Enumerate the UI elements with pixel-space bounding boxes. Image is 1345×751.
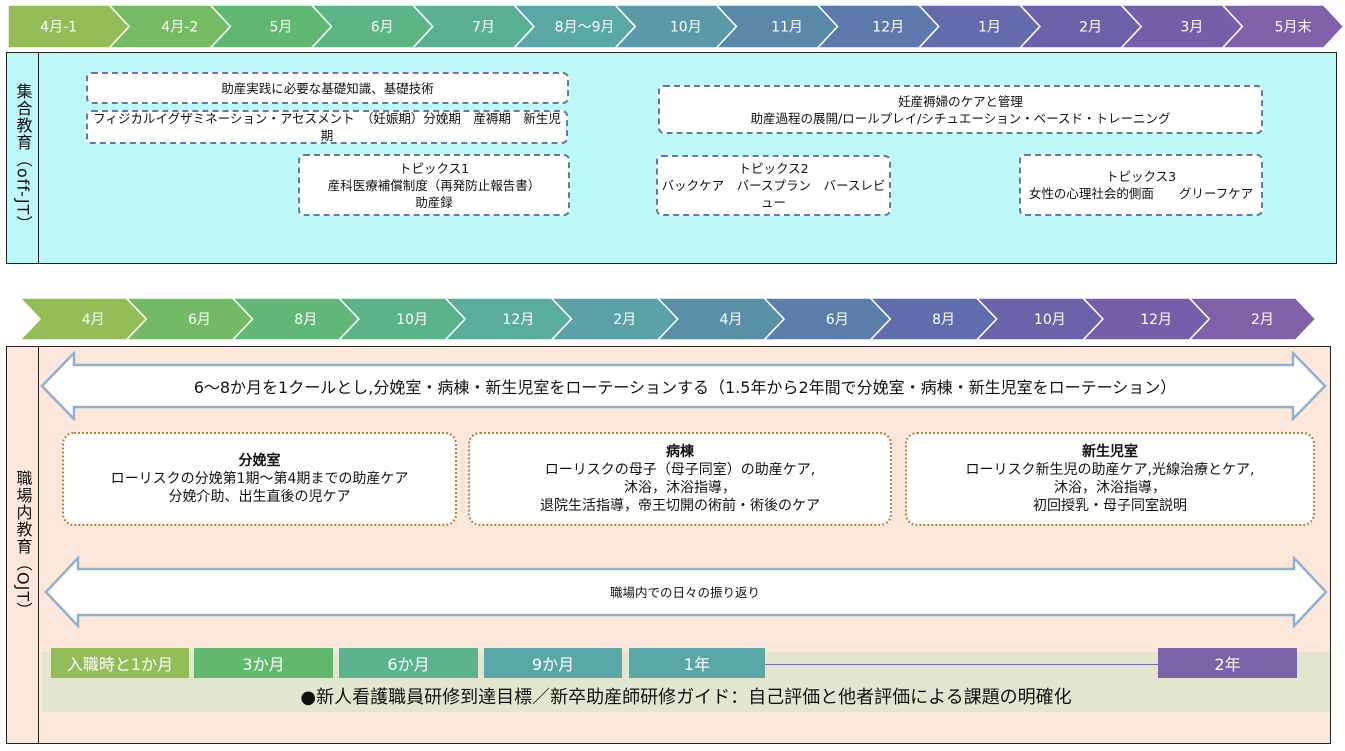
- milestone-connector-line: [765, 664, 1160, 665]
- chevron-label: 6月: [188, 312, 211, 328]
- chevron-label: 8月: [294, 312, 317, 328]
- box-line: トピックス3: [1105, 169, 1177, 184]
- chevron-label: 8月～9月: [555, 20, 615, 36]
- unit-line: 退院生活指導，帝王切開の術前・術後のケア: [540, 498, 820, 514]
- chevron-label: 2月: [1079, 20, 1102, 36]
- chevron-step: [1187, 297, 1317, 341]
- milestone-2years: 2年: [1158, 648, 1297, 678]
- chevron-label: 5月末: [1275, 20, 1312, 36]
- unit-line: ローリスクの母子（母子同室）の助産ケア,: [544, 462, 816, 478]
- box-line: トピックス2: [738, 161, 809, 176]
- chevron-label: 2月: [613, 312, 636, 328]
- unit-line: 沐浴，沐浴指導，: [624, 480, 736, 496]
- ojt-side-column: 職場内教育（OJT）: [7, 347, 39, 743]
- milestone-entry-1month: 入職時と1か月: [51, 648, 189, 678]
- chevron-label: 11月: [771, 20, 803, 36]
- box-line: トピックス1: [398, 160, 470, 176]
- unit-line: 初回授乳・母子同室説明: [1033, 498, 1187, 514]
- chevron-label: 5月: [270, 20, 293, 36]
- unit-line: ローリスク新生児の助産ケア,光線治療とケア,: [965, 462, 1255, 478]
- ojt-label: 職場内教育（OJT）: [13, 470, 33, 620]
- chevron-label: 7月: [472, 20, 495, 36]
- box-line: 産科医療補償制度（再発防止報告書）: [327, 177, 541, 193]
- chevron-label: 12月: [502, 312, 534, 328]
- reflection-text: 職場内での日々の振り返り: [609, 584, 760, 600]
- unit-delivery-room: 分娩室 ローリスクの分娩第1期～第4期までの助産ケア 分娩介助、出生直後の児ケア: [62, 432, 457, 526]
- chevron-step: [1220, 4, 1345, 49]
- chevron-label: 4月-2: [161, 20, 198, 36]
- unit-line: ローリスクの分娩第1期～第4期までの助産ケア: [110, 471, 409, 487]
- chevron-label: 4月: [82, 312, 105, 328]
- rotation-double-arrow: [40, 351, 1327, 421]
- unit-ward: 病棟 ローリスクの母子（母子同室）の助産ケア, 沐浴，沐浴指導， 退院生活指導，…: [468, 432, 892, 526]
- chevron-label: 12月: [872, 20, 904, 36]
- offjt-box-topics-1: トピックス1 産科医療補償制度（再発防止報告書） 助産録: [298, 154, 570, 216]
- offjt-box-topics-2: トピックス2 バックケア バースプラン バースレビュー: [656, 155, 891, 216]
- reflection-double-arrow: [44, 556, 1328, 628]
- box-line: 助産録: [415, 194, 453, 210]
- unit-title: 病棟: [666, 444, 694, 460]
- chevron-label: 1月: [978, 20, 1001, 36]
- offjt-box-basics: 助産実践に必要な基礎知識、基礎技術: [86, 72, 569, 104]
- milestone-6months: 6か月: [339, 648, 478, 678]
- offjt-box-physical-assessment: フィジカルイグザミネーション・アセスメント （妊娠期）分娩期 産褥期 新生児期: [86, 110, 568, 144]
- milestone-9months: 9か月: [484, 648, 622, 678]
- chevron-label: 4月-1: [40, 20, 77, 36]
- unit-line: 分娩介助、出生直後の児ケア: [168, 489, 351, 505]
- rotation-text: 6～8か月を1クールとし,分娩室・病棟・新生児室をローテーションする（1.5年か…: [193, 378, 1177, 397]
- timeline-top: 4月-1 4月-2 5月 6月 7月 8月～9月 10月 11月 12月 1月 2月 3月 5月末: [0, 4, 1345, 49]
- chevron-label: 12月: [1140, 312, 1172, 328]
- chevron-label: 10月: [396, 312, 428, 328]
- box-line: 助産実践に必要な基礎知識、基礎技術: [221, 80, 434, 96]
- chevron-label: 2月: [1251, 312, 1274, 328]
- box-line: 妊産褥婦のケアと管理: [898, 93, 1023, 109]
- unit-line: 沐浴，沐浴指導，: [1054, 480, 1166, 496]
- offjt-box-maternal-care: 妊産褥婦のケアと管理 助産過程の展開/ロールプレイ/シチュエーション・ベースド・…: [658, 85, 1263, 134]
- chevron-label: 6月: [826, 312, 849, 328]
- unit-nursery: 新生児室 ローリスク新生児の助産ケア,光線治療とケア, 沐浴，沐浴指導， 初回授…: [905, 432, 1315, 526]
- milestone-3months: 3か月: [194, 648, 333, 678]
- chevron-label: 10月: [670, 20, 702, 36]
- box-line: 女性の心理社会的側面 グリーフケア: [1028, 186, 1254, 201]
- box-line: フィジカルイグザミネーション・アセスメント （妊娠期）分娩期 産褥期 新生児期: [93, 111, 561, 143]
- box-line: バックケア バースプラン バースレビュー: [661, 178, 886, 210]
- chevron-label: 3月: [1180, 20, 1203, 36]
- evaluation-goal-text: ●新人看護職員研修到達目標／新卒助産師研修ガイド：自己評価と他者評価による課題の…: [300, 687, 1072, 708]
- timeline-bottom: 4月 6月 8月 10月 12月 2月 4月 6月 8月 10月 12月 2月: [0, 297, 1345, 341]
- box-line: 助産過程の展開/ロールプレイ/シチュエーション・ベースド・トレーニング: [750, 110, 1171, 126]
- offjt-box-topics-3: トピックス3 女性の心理社会的側面 グリーフケア: [1019, 154, 1263, 216]
- chevron-label: 6月: [371, 20, 394, 36]
- unit-title: 新生児室: [1082, 444, 1138, 460]
- chevron-label: 10月: [1034, 312, 1066, 328]
- offjt-side-column: 集合教育（off-JT）: [7, 53, 39, 263]
- chevron-svg: 4月-1 4月-2 5月 6月 7月 8月～9月 10月 11月 12月 1月 2月 3月 5月末: [7, 4, 1345, 49]
- offjt-label: 集合教育（off-JT）: [13, 83, 33, 233]
- chevron-label: 4月: [719, 312, 742, 328]
- unit-title: 分娩室: [238, 453, 281, 469]
- chevron-label: 8月: [932, 312, 955, 328]
- chevron-svg: 4月 6月 8月 10月 12月 2月 4月 6月 8月 10月 12月 2月: [18, 297, 1317, 341]
- milestone-1year: 1年: [629, 648, 765, 678]
